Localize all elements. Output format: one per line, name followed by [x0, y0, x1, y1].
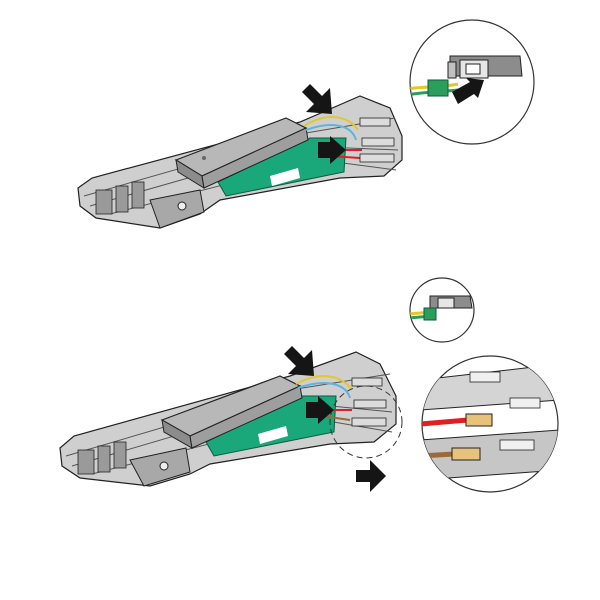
highlight-dashed-circle: [329, 385, 403, 459]
housing-front: [201, 127, 309, 189]
connector-small-closeup: [409, 277, 475, 343]
connector-plug-closeup: [409, 19, 535, 145]
red-wire: [422, 417, 469, 427]
track-sleepers-2: [77, 441, 127, 475]
turnout-frog-2: [351, 377, 387, 427]
push-down-arrow-2: [284, 346, 314, 376]
mounting-screw: [177, 201, 187, 211]
wire-terminal-closeup: [421, 355, 559, 493]
wire-bundle-2: [295, 375, 353, 421]
move-right-arrow: [356, 460, 386, 492]
turnout-frog: [359, 117, 395, 163]
board-label-patch-2: [258, 426, 288, 444]
insert-arrow: [318, 136, 346, 164]
housing-screw: [202, 156, 206, 160]
housing-front-2: [189, 385, 303, 449]
brown-wire: [422, 451, 455, 459]
board-label-patch: [270, 168, 300, 186]
brown-terminal: [451, 447, 481, 461]
mounting-foot: [149, 189, 205, 229]
callout-insert-arrow: [452, 78, 484, 104]
red-terminal: [465, 413, 493, 427]
insert-arrow-2: [306, 396, 334, 424]
track-sleepers: [95, 181, 145, 215]
push-down-arrow: [302, 84, 332, 114]
mounting-screw-2: [159, 461, 169, 471]
step-2-track-assembly: [59, 277, 559, 493]
step-1-track-assembly: [77, 19, 535, 229]
